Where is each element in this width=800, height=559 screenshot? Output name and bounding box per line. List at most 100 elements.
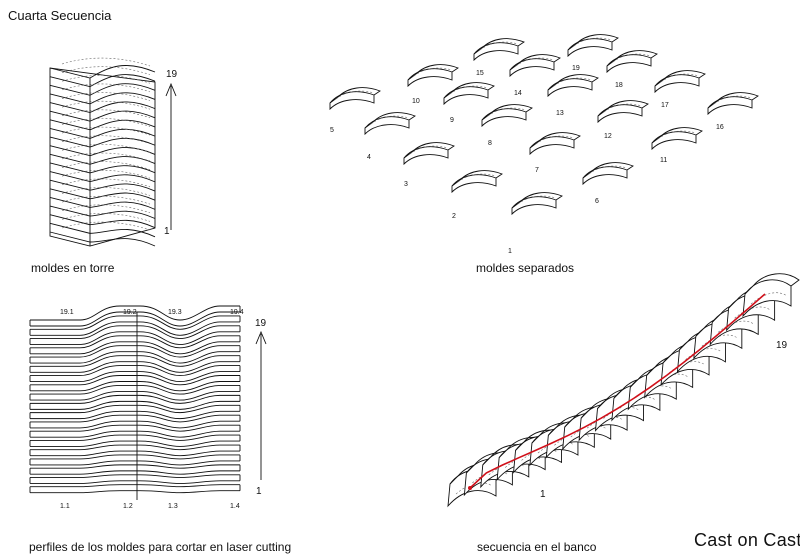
- profiles-caption: perfiles de los moldes para cortar en la…: [29, 540, 292, 554]
- bench-caption: secuencia en el banco: [477, 540, 597, 554]
- tower-layer-hidden: [61, 83, 151, 93]
- profile-strip: [29, 355, 241, 373]
- profile-strip: [29, 484, 241, 494]
- mold-piece: [403, 142, 455, 166]
- mold-piece: [707, 92, 759, 116]
- mold-piece: [481, 104, 533, 128]
- tower-layer-hidden: [61, 169, 151, 179]
- tower-layer-hidden: [61, 213, 151, 222]
- mold-label: 14: [514, 90, 522, 97]
- profile-strip: [29, 454, 241, 466]
- mold-label: 12: [604, 133, 612, 140]
- profile-strip: [29, 305, 241, 327]
- profile-strip: [29, 474, 241, 484]
- profile-strip: [29, 365, 241, 383]
- mold-piece: [511, 192, 563, 216]
- mold-piece: [443, 82, 495, 106]
- profiles-arrow: 19 1: [255, 318, 267, 497]
- profile-strip: [29, 434, 241, 447]
- tower-layer-hidden: [61, 92, 151, 101]
- profile-bottom-label-4: 1.4: [230, 503, 240, 510]
- tower-layer-hidden: [61, 161, 151, 170]
- bench-start-label: 1: [540, 489, 546, 500]
- profile-bottom-label-3: 1.3: [168, 503, 178, 510]
- mold-label: 4: [367, 154, 371, 161]
- mold-label: 7: [535, 167, 539, 174]
- mold-label: 10: [412, 98, 420, 105]
- tower-layer-hidden: [61, 135, 151, 144]
- tower-layer-hidden: [61, 109, 151, 119]
- bench-path-line: [469, 293, 766, 489]
- tower-arrow-bottom-label: 1: [164, 226, 170, 237]
- profiles-arrow-bottom-label: 1: [256, 486, 262, 497]
- mold-label: 16: [716, 124, 724, 131]
- mold-label: 5: [330, 127, 334, 134]
- profile-strip: [29, 424, 241, 438]
- separated-caption: moldes separados: [476, 261, 575, 275]
- profile-strip: [29, 325, 241, 345]
- mold-piece: [364, 112, 416, 136]
- tower-layer-hidden: [61, 118, 151, 127]
- bench-path-start-dot: [468, 486, 472, 490]
- mold-piece: [606, 50, 658, 74]
- bench-end-label: 19: [776, 340, 788, 351]
- tower-layer-hidden: [61, 75, 151, 84]
- profile-strip: [29, 375, 241, 392]
- mold-piece: [407, 64, 459, 88]
- tower-arrow: 19 1: [164, 69, 178, 237]
- mold-piece: [567, 34, 619, 58]
- mold-label: 15: [476, 70, 484, 77]
- profile-strip: [29, 404, 241, 420]
- mold-piece: [473, 38, 525, 62]
- profile-bottom-label-2: 1.2: [123, 503, 133, 510]
- mold-label: 1: [508, 248, 512, 255]
- mold-piece: [582, 162, 634, 186]
- tower-layer-hidden: [61, 66, 151, 75]
- profiles-labels: 19.1 19.2 19.3 19.4 1.1 1.2 1.3 1.4: [60, 309, 244, 510]
- tower-layer-hidden: [61, 144, 151, 153]
- profile-top-label-4: 19.4: [230, 309, 244, 316]
- brand-logo-text: Cast on Cast: [694, 530, 800, 550]
- mold-tower: [49, 57, 156, 247]
- tower-layer-hidden: [61, 126, 151, 136]
- profile-strip: [29, 394, 241, 410]
- profile-top-label-2: 19.2: [123, 309, 137, 316]
- bench-sequence: [447, 273, 800, 508]
- profile-top-label-3: 19.3: [168, 309, 182, 316]
- tower-layer-hidden: [61, 100, 151, 110]
- mold-piece: [329, 87, 381, 111]
- profile-strip: [29, 384, 241, 401]
- mold-piece: [597, 100, 649, 124]
- profile-bottom-label-1: 1.1: [60, 503, 70, 510]
- tower-layer: [49, 65, 156, 79]
- mold-piece: [509, 54, 561, 78]
- tower-layer-hidden: [61, 152, 151, 162]
- mold-piece: [451, 170, 503, 194]
- tower-layer-hidden: [61, 187, 151, 196]
- tower-layer-hidden: [61, 57, 151, 67]
- tower-layer-hidden: [61, 195, 151, 205]
- mold-label: 2: [452, 213, 456, 220]
- mold-profiles: [29, 305, 241, 500]
- mold-label: 19: [572, 65, 580, 72]
- mold-piece: [547, 74, 599, 98]
- profile-strip: [29, 335, 241, 355]
- profile-strip: [29, 345, 241, 364]
- mold-label: 8: [488, 140, 492, 147]
- bench-segment: [742, 273, 800, 318]
- mold-label: 3: [404, 181, 408, 188]
- profile-top-label-1: 19.1: [60, 309, 74, 316]
- profile-strip: [29, 464, 241, 475]
- mold-label: 13: [556, 110, 564, 117]
- mold-piece: [654, 70, 706, 94]
- profile-strip: [29, 444, 241, 457]
- mold-label: 11: [660, 157, 667, 164]
- tower-layer-hidden: [61, 178, 151, 188]
- mold-label: 9: [450, 117, 454, 124]
- tower-arrow-top-label: 19: [166, 69, 178, 80]
- tower-layer-hidden: [61, 204, 151, 214]
- tower-caption: moldes en torre: [31, 261, 115, 275]
- mold-label: 17: [661, 102, 669, 109]
